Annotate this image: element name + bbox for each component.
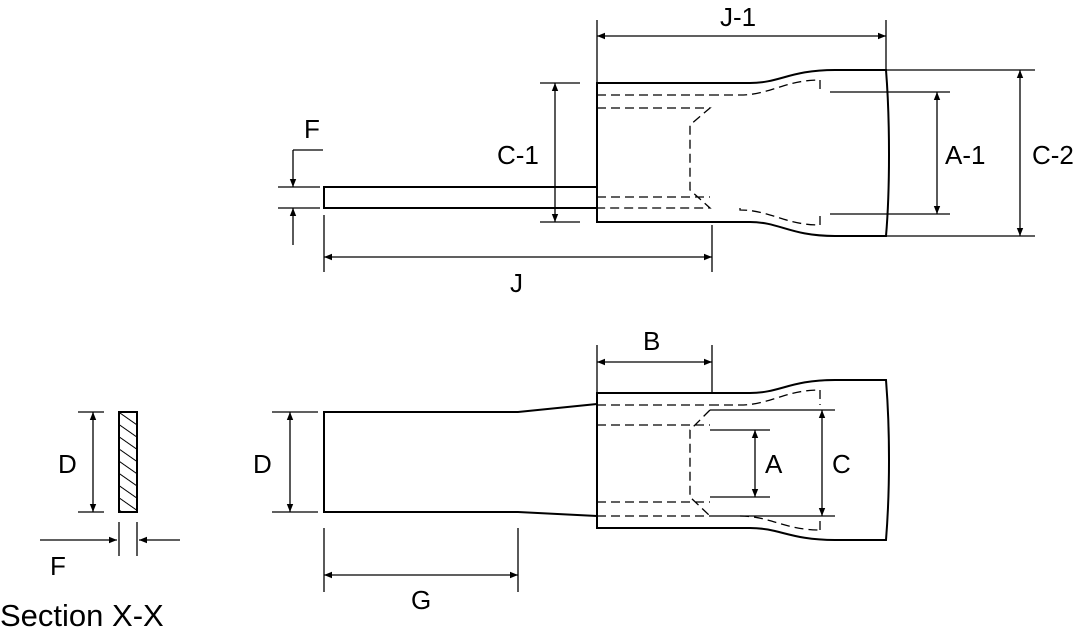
- dim-b-label: B: [643, 326, 660, 356]
- dim-a-label: A: [765, 449, 783, 479]
- dim-d-section-label: D: [58, 449, 77, 479]
- dim-c2-label: C-2: [1032, 140, 1074, 170]
- barrel-top: [596, 69, 890, 237]
- top-view: A-1 C-2 J-1 C-1 J F: [278, 2, 1074, 298]
- dim-c-label: C: [832, 449, 851, 479]
- dim-d-side-label: D: [253, 449, 272, 479]
- dim-a1-label: A-1: [945, 140, 985, 170]
- section-title: Section X-X: [0, 598, 164, 631]
- dim-j1-label: J-1: [720, 2, 756, 32]
- dim-g-label: G: [411, 585, 431, 615]
- pin-side: [323, 403, 598, 517]
- barrel-side: [596, 379, 890, 541]
- dim-j-label: J: [510, 268, 523, 298]
- dim-c1-label: C-1: [497, 140, 539, 170]
- side-view: A C B D G: [253, 326, 890, 615]
- section-view: D F Section X-X: [0, 411, 180, 631]
- dim-f-top-label: F: [304, 114, 320, 144]
- pin-top: [323, 186, 598, 209]
- dim-f-section-label: F: [50, 551, 66, 581]
- section-hatch: [118, 411, 138, 513]
